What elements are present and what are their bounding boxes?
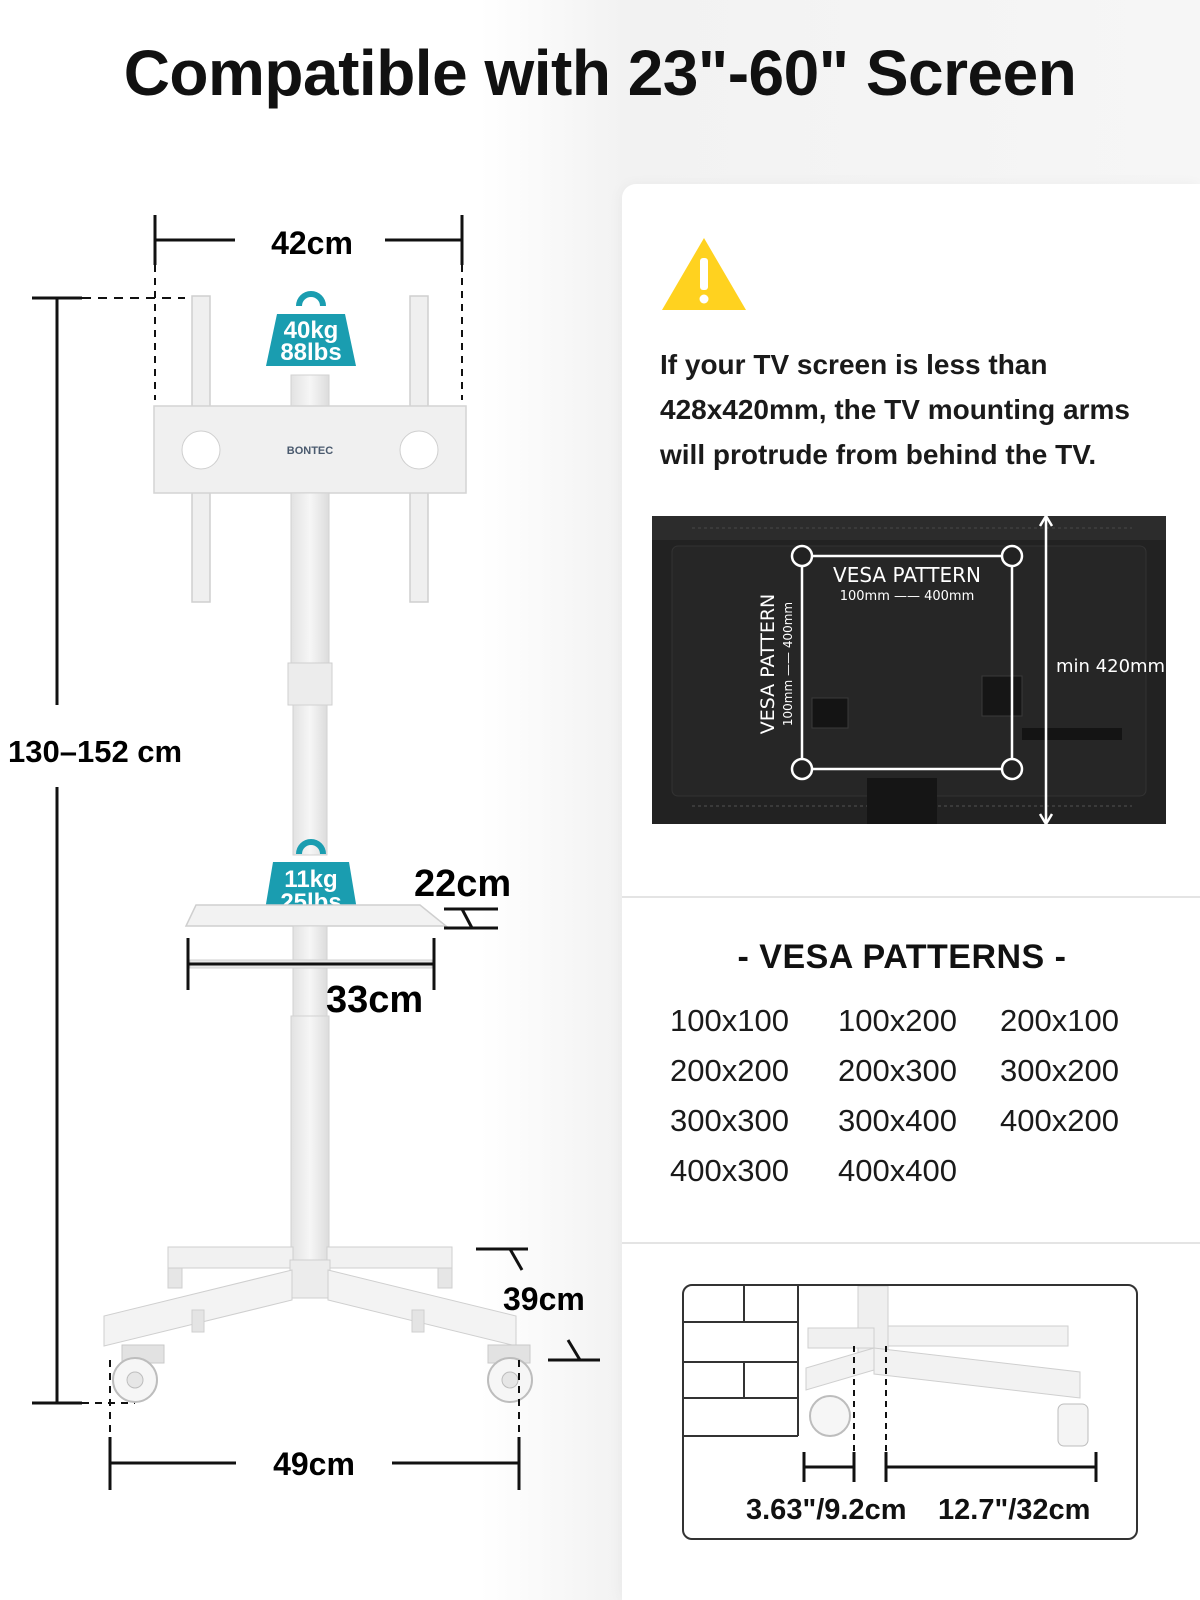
caster-spacing-label: 12.7"/32cm: [938, 1494, 1091, 1526]
height-dimension: 130–152 cm: [8, 296, 185, 1405]
vesa-pattern-item: 200x100: [1000, 1003, 1119, 1038]
min-height-label: min 420mm: [1056, 656, 1165, 677]
top-width-label: 42cm: [271, 225, 353, 261]
mounting-plate: BONTEC: [153, 405, 467, 494]
height-label: 130–152 cm: [8, 734, 182, 769]
top-width-dimension: 42cm: [153, 215, 464, 400]
vesa-pattern-item: 200x200: [670, 1053, 789, 1088]
warning-triangle-icon: [662, 238, 746, 310]
caster-clearance-graphic: [684, 1286, 1098, 1482]
base-width-label: 49cm: [273, 1446, 355, 1482]
vesa-vertical-range: 100mm —— 400mm: [781, 602, 795, 726]
shelf-width-dimension: 33cm: [186, 938, 436, 1021]
vesa-vertical-title: VESA PATTERN: [757, 594, 779, 735]
shelf-width-label: 33cm: [326, 979, 423, 1021]
vesa-patterns-heading: - VESA PATTERNS -: [737, 938, 1067, 976]
base-width-dimension: 49cm: [108, 1360, 521, 1490]
vesa-pattern-item: 400x200: [1000, 1103, 1119, 1138]
caster-clearance-label: 3.63"/9.2cm: [746, 1494, 907, 1526]
brand-logo: BONTEC: [287, 445, 334, 457]
section-divider: [622, 1242, 1200, 1244]
top-load-badge: 40kg 88lbs: [266, 291, 356, 366]
vesa-patterns-grid: 100x100 100x200 200x100 200x200 200x300 …: [670, 1004, 1150, 1188]
vesa-pattern-item: 200x300: [838, 1053, 957, 1088]
vesa-pattern-item: 100x200: [838, 1003, 957, 1038]
vesa-pattern-item: 400x300: [670, 1153, 789, 1188]
vesa-pattern-item: 300x300: [670, 1103, 789, 1138]
warning-text: If your TV screen is less than 428x420mm…: [660, 349, 1130, 470]
vesa-horizontal-title: VESA PATTERN: [833, 563, 981, 587]
page-title: Compatible with 23"-60" Screen: [123, 37, 1077, 109]
tv-back-graphic: VESA PATTERN 100mm —— 400mm VESA PATTERN…: [652, 516, 1166, 824]
base-depth-dimension: 39cm: [476, 1247, 600, 1362]
shelf-load-badge: 11kg 25lbs: [264, 839, 358, 916]
section-divider: [622, 896, 1200, 898]
vesa-pattern-item: 300x200: [1000, 1053, 1119, 1088]
shelf-depth-label: 22cm: [414, 863, 511, 905]
shelf-load-kg: 11kg: [284, 866, 337, 893]
base: [103, 1246, 517, 1347]
caster-wheels: [112, 1344, 533, 1403]
vesa-pattern-item: 100x100: [670, 1003, 789, 1038]
brick-wall: [684, 1286, 799, 1437]
caster-clearance-illustration: [682, 1284, 1138, 1540]
caster-labels: 3.63"/9.2cm 12.7"/32cm: [682, 1494, 1138, 1534]
base-depth-label: 39cm: [503, 1281, 585, 1317]
top-load-kg: 40kg: [284, 317, 339, 344]
shelf-depth-dimension: 22cm: [414, 863, 511, 930]
vesa-pattern-item: 400x400: [838, 1153, 957, 1188]
top-load-lbs: 88lbs: [280, 339, 341, 366]
vesa-pattern-item: 300x400: [838, 1103, 957, 1138]
info-panel: If your TV screen is less than 428x420mm…: [622, 184, 1200, 1600]
vesa-horizontal-range: 100mm —— 400mm: [840, 589, 975, 604]
tv-back-illustration: VESA PATTERN 100mm —— 400mm VESA PATTERN…: [652, 516, 1166, 824]
